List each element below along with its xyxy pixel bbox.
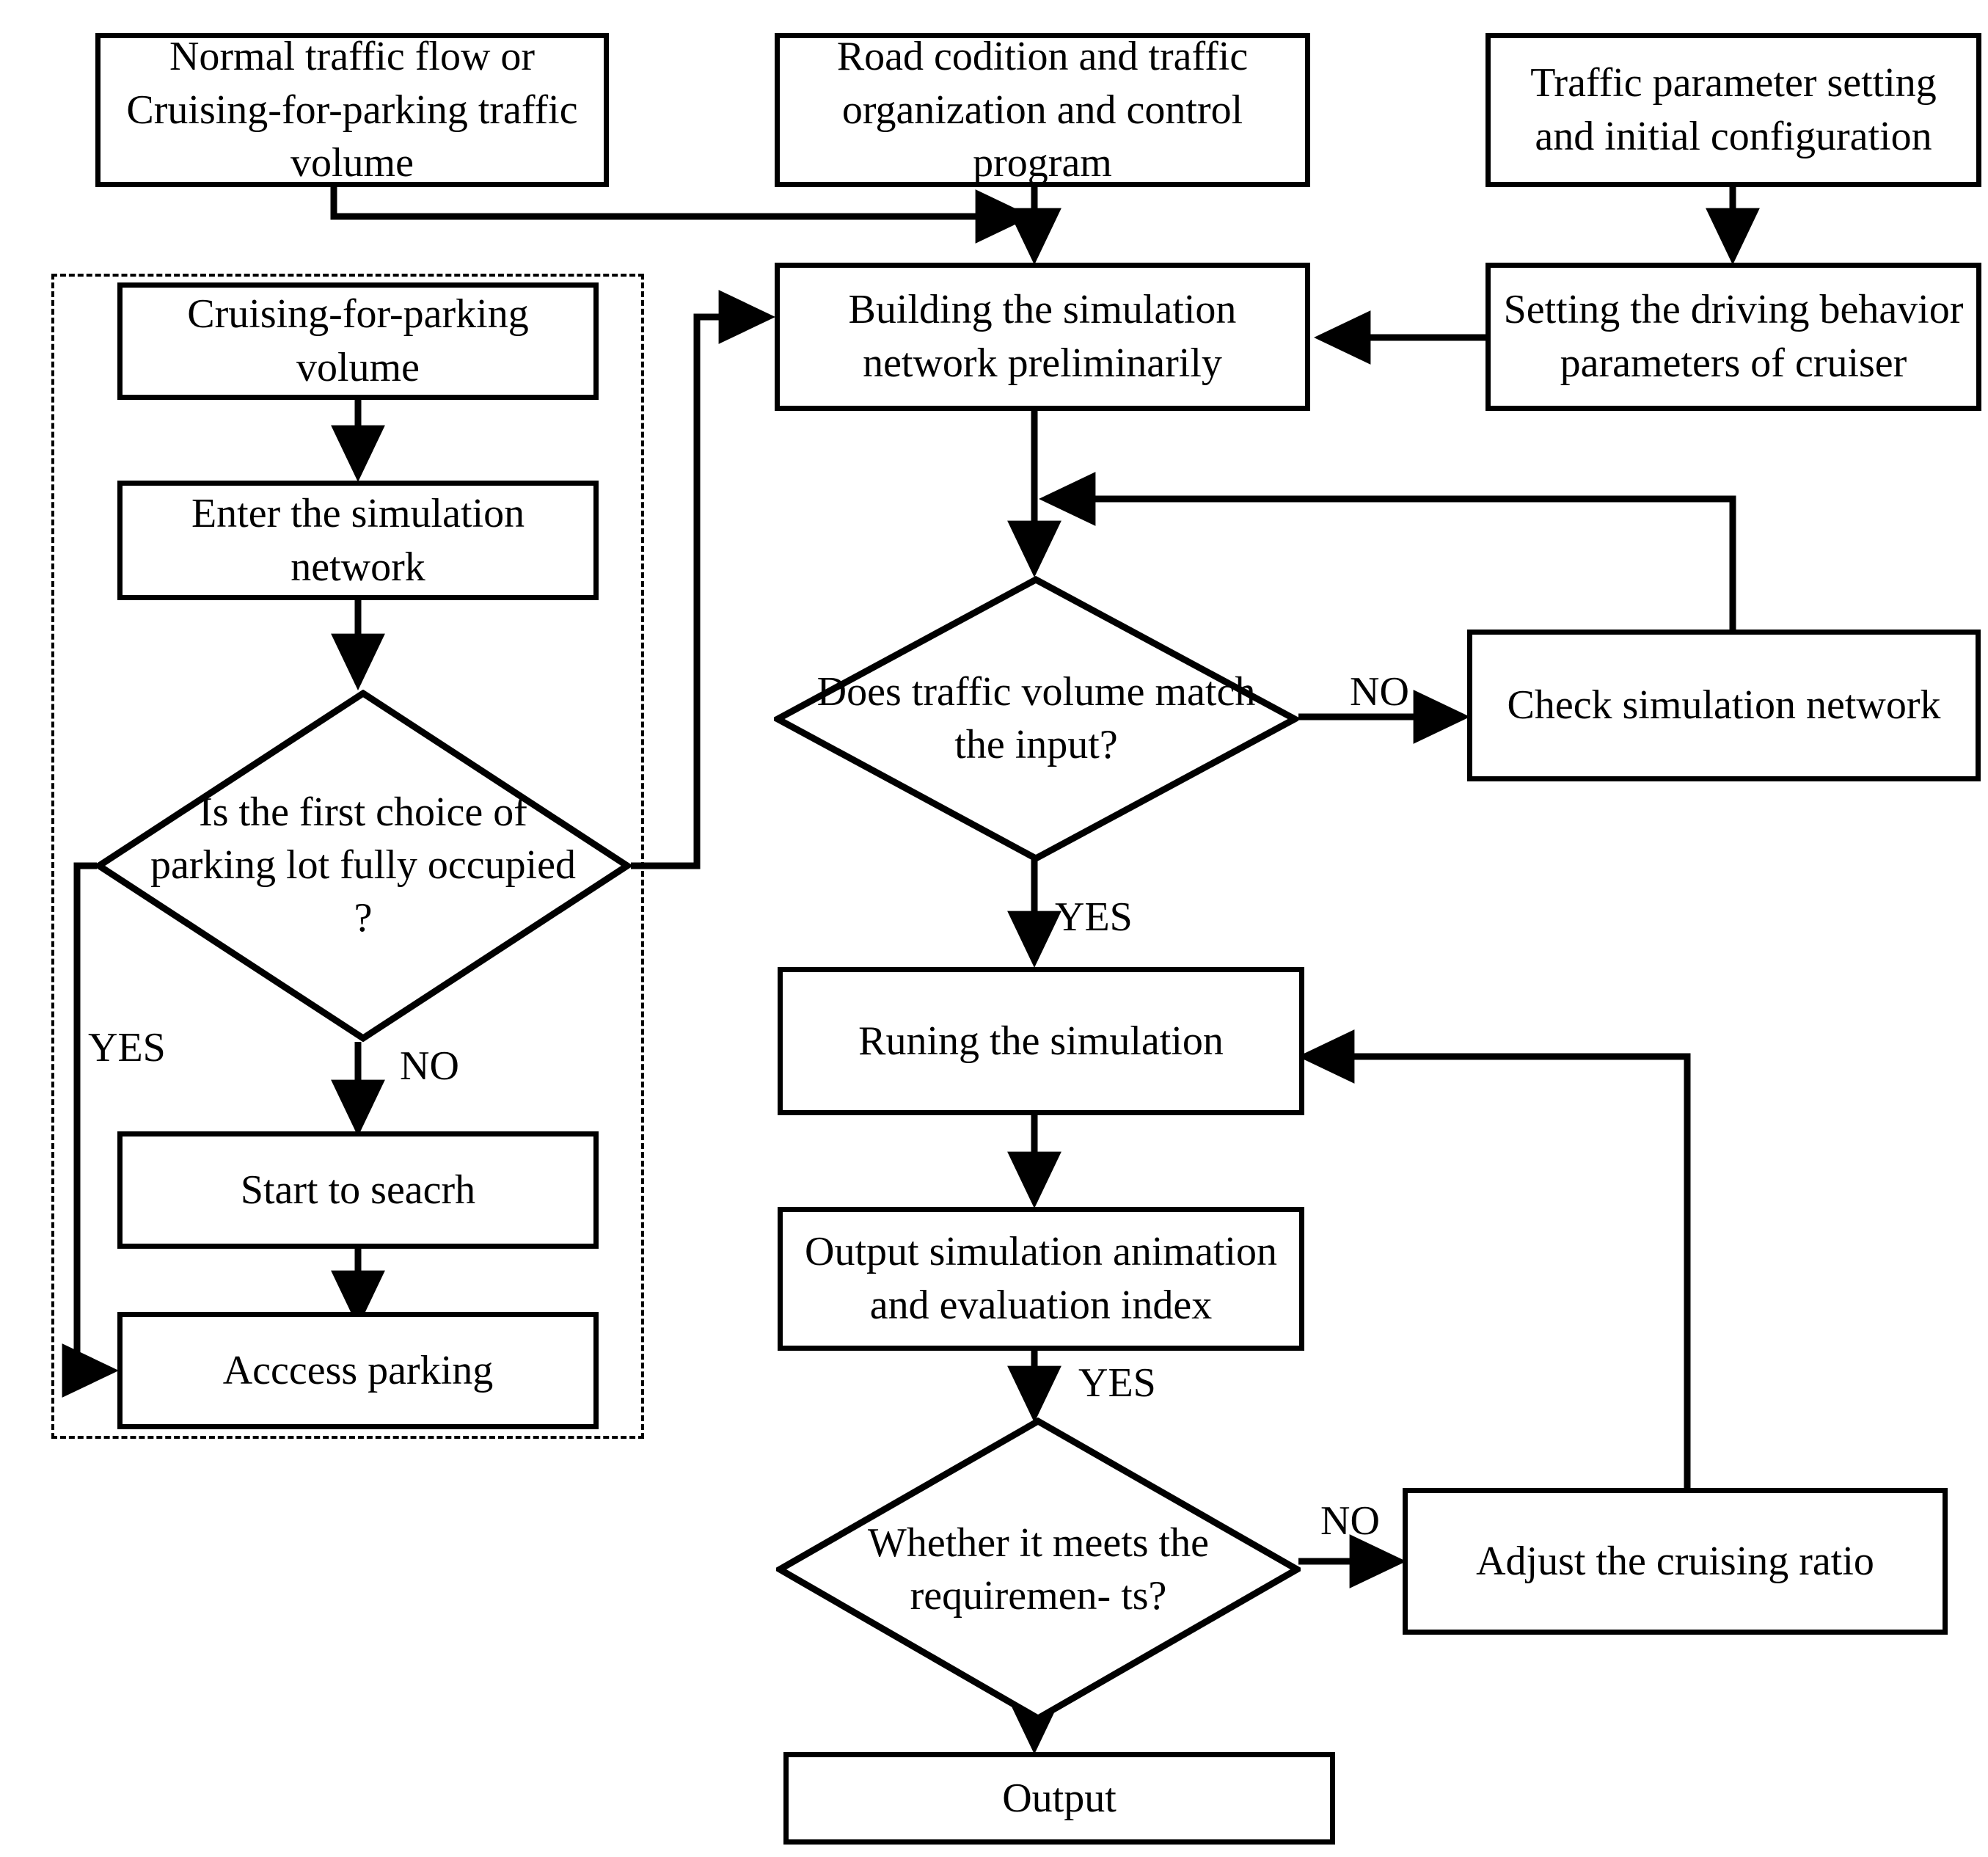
node-label: Traffic parameter setting and initial co… — [1530, 60, 1937, 159]
node-traffic-parameter-setting[interactable]: Traffic parameter setting and initial co… — [1485, 33, 1981, 187]
node-label: Check simulation network — [1507, 682, 1941, 729]
node-label: Setting the driving behavior parameters … — [1503, 287, 1964, 386]
node-building-simulation-network[interactable]: Building the simulation network prelimin… — [775, 263, 1310, 411]
node-output-simulation-animation[interactable]: Output simulation animation and evaluati… — [778, 1207, 1304, 1351]
node-label: Road codition and traffic organization a… — [836, 33, 1249, 186]
node-label: Is the first choice of parking lot fully… — [150, 789, 577, 941]
node-running-the-simulation[interactable]: Runing the simulation — [778, 967, 1304, 1115]
node-label: Cruising-for-parking volume — [187, 291, 529, 390]
node-label: Building the simulation network prelimin… — [848, 287, 1237, 386]
node-label: Output simulation animation and evaluati… — [805, 1229, 1277, 1328]
node-start-to-search[interactable]: Start to seacrh — [117, 1131, 599, 1249]
node-normal-traffic-volume[interactable]: Normal traffic flow or Cruising-for-park… — [95, 33, 609, 187]
node-road-condition-program[interactable]: Road codition and traffic organization a… — [775, 33, 1310, 187]
node-label: Acccess parking — [222, 1347, 494, 1393]
decision-traffic-volume-match[interactable]: Does traffic volume match the input? — [774, 576, 1298, 862]
edge-label-yes-requirements: YES — [1078, 1360, 1156, 1406]
node-adjust-cruising-ratio[interactable]: Adjust the cruising ratio — [1403, 1488, 1948, 1635]
edge-label-no-volume-match: NO — [1350, 669, 1409, 715]
node-label: Does traffic volume match the input? — [816, 669, 1256, 767]
edge-label-no-first-choice: NO — [400, 1043, 459, 1089]
node-label: Start to seacrh — [240, 1167, 476, 1213]
edge-label-yes-first-choice: YES — [88, 1025, 166, 1070]
node-label: Whether it meets the requiremen- ts? — [868, 1519, 1209, 1619]
decision-meets-requirements[interactable]: Whether it meets the requiremen- ts? — [776, 1418, 1301, 1722]
node-output[interactable]: Output — [783, 1752, 1335, 1845]
diamond-shape — [774, 576, 1298, 862]
edge-label-no-requirements: NO — [1320, 1498, 1380, 1544]
node-label: Normal traffic flow or Cruising-for-park… — [126, 33, 578, 186]
node-label: Runing the simulation — [858, 1018, 1224, 1064]
node-setting-driving-behavior[interactable]: Setting the driving behavior parameters … — [1485, 263, 1981, 411]
node-label: Output — [1002, 1775, 1117, 1821]
node-label: Enter the simulation network — [191, 490, 525, 590]
node-access-parking[interactable]: Acccess parking — [117, 1312, 599, 1429]
decision-first-choice-occupied[interactable]: Is the first choice of parking lot fully… — [95, 690, 631, 1042]
diamond-shape — [776, 1418, 1301, 1722]
edge-label-yes-volume-match: YES — [1055, 894, 1133, 940]
node-label: Adjust the cruising ratio — [1476, 1538, 1874, 1584]
node-enter-simulation-network[interactable]: Enter the simulation network — [117, 481, 599, 600]
node-cruising-for-parking-volume[interactable]: Cruising-for-parking volume — [117, 282, 599, 400]
diamond-shape — [95, 690, 631, 1042]
node-check-simulation-network[interactable]: Check simulation network — [1467, 630, 1981, 781]
